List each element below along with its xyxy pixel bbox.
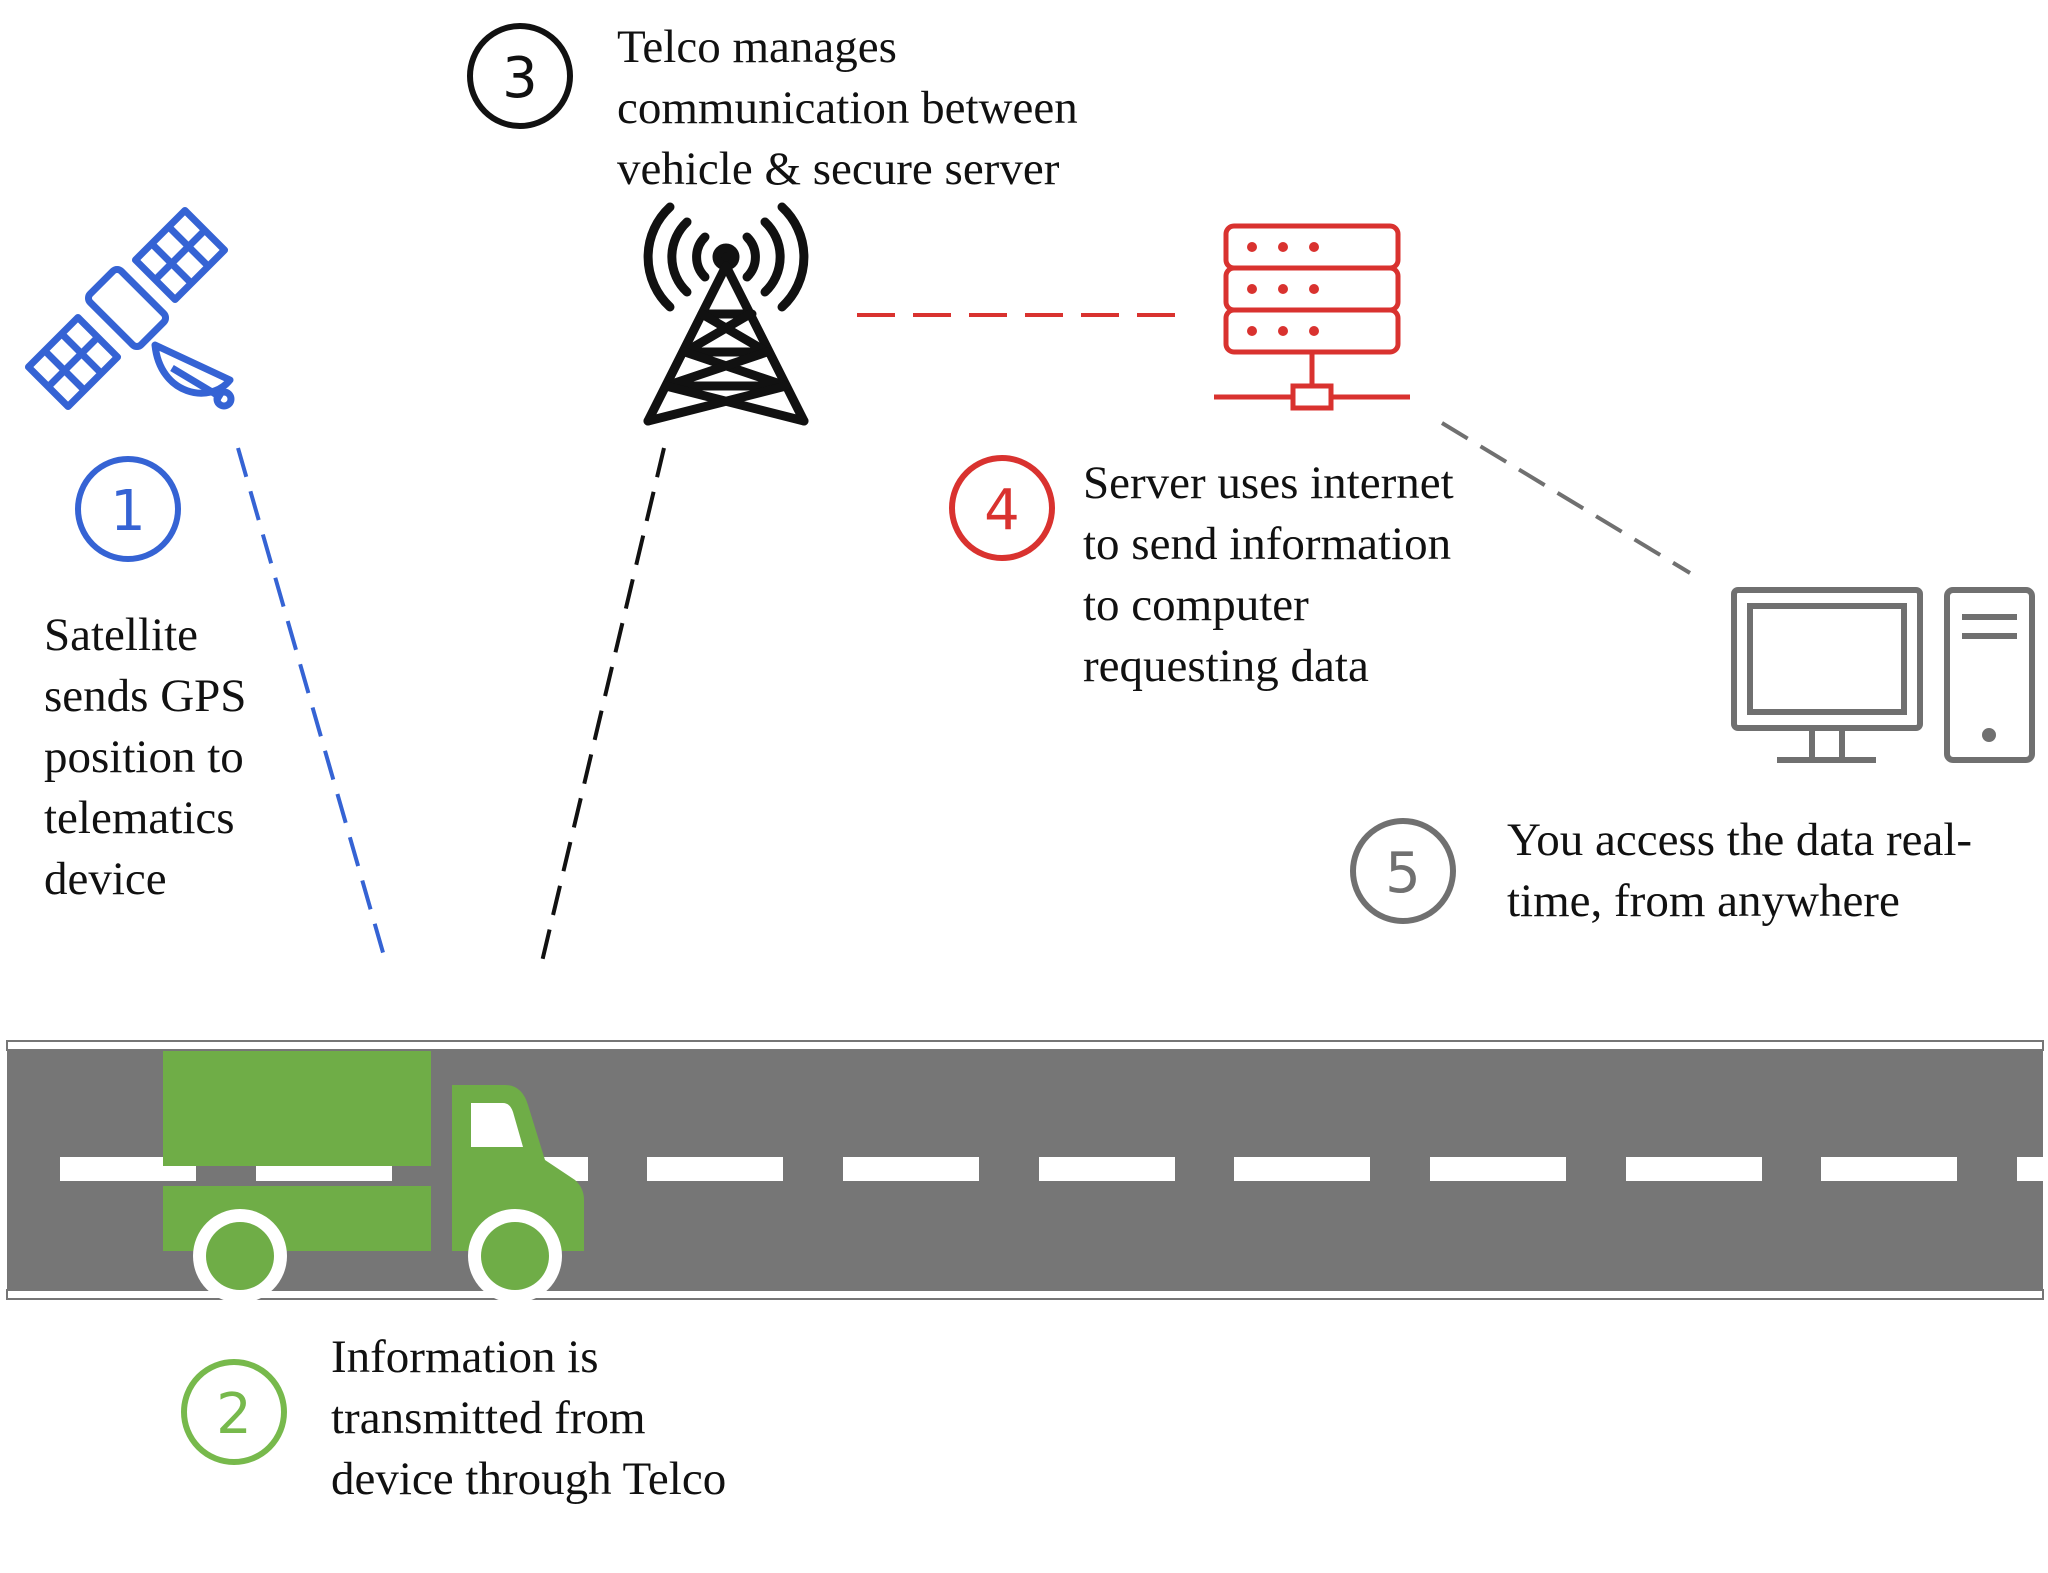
step-2-line: device through Telco [331,1453,727,1505]
step-1-line: telematics [44,792,235,844]
server-to-computer-connector [1440,421,1692,575]
step-4-line: to send information [1083,518,1452,570]
step-1-description: Satellite sends GPS position to telemati… [44,605,246,910]
svg-text:3: 3 [502,46,538,111]
step-5-description: You access the data real- time, from any… [1507,810,1972,932]
svg-text:2: 2 [216,1382,252,1447]
step-5-line: time, from anywhere [1507,875,1900,927]
step-1-line: device [44,853,167,905]
step-4-line: to computer [1083,579,1309,631]
step-1-line: Satellite [44,609,199,661]
step-3-line: Telco manages [617,21,897,73]
desktop-computer-icon [1731,587,2035,763]
step-2-description: Information is transmitted from device t… [331,1327,726,1510]
step-5-line: You access the data real- [1507,814,1973,866]
step-3-line: communication between [617,82,1078,134]
step-2-line: Information is [331,1331,599,1383]
svg-text:5: 5 [1385,841,1421,906]
step-1-line: sends GPS [44,670,247,722]
satellite-icon [24,206,235,411]
svg-text:1: 1 [110,479,146,544]
satellite-to-truck-connector [236,447,388,964]
step-2-line: transmitted from [331,1392,646,1444]
svg-text:4: 4 [984,478,1020,543]
step-4-badge: 4 [949,455,1055,561]
step-4-description: Server uses internet to send information… [1083,453,1454,697]
step-3-badge: 3 [467,23,573,129]
step-4-line: requesting data [1083,640,1369,692]
step-1-badge: 1 [75,456,181,562]
server-icon [1214,223,1410,411]
step-3-line: vehicle & secure server [617,143,1060,195]
tower-to-truck-connector [538,447,666,971]
step-1-line: position to [44,731,244,783]
step-4-line: Server uses internet [1083,457,1454,509]
cell-tower-icon [643,202,809,426]
step-3-description: Telco manages communication between vehi… [617,17,1078,200]
step-2-badge: 2 [181,1359,287,1465]
step-5-badge: 5 [1350,818,1456,924]
truck-icon [163,1051,584,1303]
